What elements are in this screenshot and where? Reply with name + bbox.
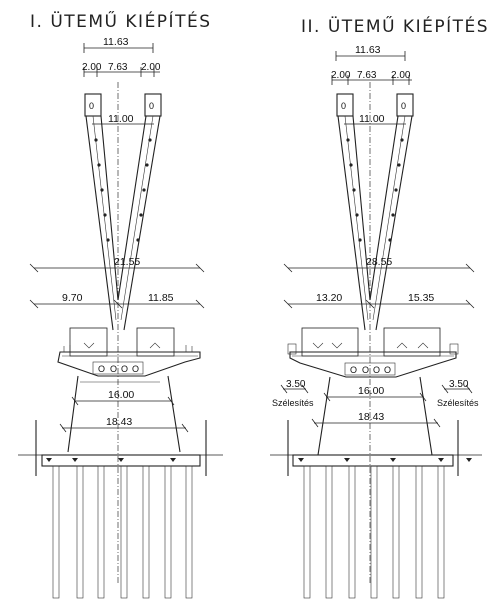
svg-text:O: O [384,365,391,375]
water-level-marks [46,458,176,462]
v-pylon-2 [337,115,413,331]
svg-text:O: O [98,364,105,374]
dim-span-2-label: 28.55 [366,256,392,268]
dim-part-c: 2.00 [141,62,161,73]
dim-part-a-2: 2.00 [331,70,351,81]
svg-text:O: O [110,364,117,374]
svg-text:O: O [350,365,357,375]
dim-left-label: 9.70 [62,292,83,304]
svg-text:O: O [121,364,128,374]
dim-inner-2: 11.00 [359,113,385,125]
piles-2 [303,465,445,599]
dim-widen-left: 3.50 [286,379,306,390]
dim-pile-cap-label: 16.00 [108,389,134,401]
stage-one-section: I. ÜTEMŰ KIÉPÍTÉS 11.63 2.00 7.63 2.00 0… [18,10,223,599]
dim-widen-right: 3.50 [449,379,469,390]
dim-split: 9.70 11.85 [29,292,205,309]
svg-text:0: 0 [149,101,154,111]
pylon-anchor-dots-2 [346,138,404,242]
widening-right: 3.50 Szélesítés [437,379,479,408]
dim-part-b-2: 7.63 [357,70,377,81]
svg-text:O: O [373,365,380,375]
stage-two-title: II. ÜTEMŰ KIÉPÍTÉS [301,15,489,37]
dim-top-parts-2: 2.00 7.63 2.00 [331,70,412,85]
dim-pile-cap-2: 16.00 [323,385,427,402]
dim-right-label: 11.85 [148,292,174,304]
pylon-anchor-dots [94,138,152,242]
widen-label-left: Szélesítés [272,398,314,408]
svg-text:0: 0 [89,101,94,111]
dim-foundation: 18.43 [59,416,189,433]
widening-left: 3.50 Szélesítés [272,379,314,408]
svg-text:0: 0 [401,101,406,111]
svg-text:0: 0 [341,101,346,111]
dim-foundation-2-label: 18.43 [358,411,384,423]
water-level-marks-2 [298,458,472,462]
deck: O O O O [57,327,201,377]
dim-top-total-2-label: 11.63 [355,44,381,56]
dim-right-2-label: 15.35 [408,292,434,304]
stage-two-section: II. ÜTEMŰ KIÉPÍTÉS 11.63 2.00 7.63 2.00 … [270,15,489,599]
foundation-slab-2 [292,454,454,467]
dim-span-label: 21.55 [114,256,140,268]
widen-label-right: Szélesítés [437,398,479,408]
dim-foundation-2: 18.43 [311,411,441,428]
dim-span: 21.55 [29,256,205,273]
dim-split-2: 13.20 15.35 [283,292,475,309]
dim-pile-cap-2-label: 16.00 [358,385,384,397]
dim-left-2-label: 13.20 [316,292,342,304]
pier-2 [317,376,433,456]
dim-pile-cap: 16.00 [71,389,175,406]
stage-one-title: I. ÜTEMŰ KIÉPÍTÉS [30,10,212,32]
dim-top-total-2: 11.63 [335,44,406,61]
dim-top-total-label: 11.63 [103,36,129,48]
v-pylon [85,115,161,331]
dim-part-a: 2.00 [82,62,102,73]
piles [52,465,193,599]
dim-top-total: 11.63 [83,36,154,53]
dim-span-2: 28.55 [283,256,475,273]
deck-2: O O O O [287,327,459,378]
pier-left-right [67,375,181,453]
dim-part-b: 7.63 [108,62,128,73]
dim-foundation-label: 18.43 [106,416,132,428]
dim-inner: 11.00 [108,113,134,125]
dim-top-parts: 2.00 7.63 2.00 [82,62,161,77]
svg-text:O: O [132,364,139,374]
svg-text:O: O [362,365,369,375]
dim-part-c-2: 2.00 [391,70,411,81]
